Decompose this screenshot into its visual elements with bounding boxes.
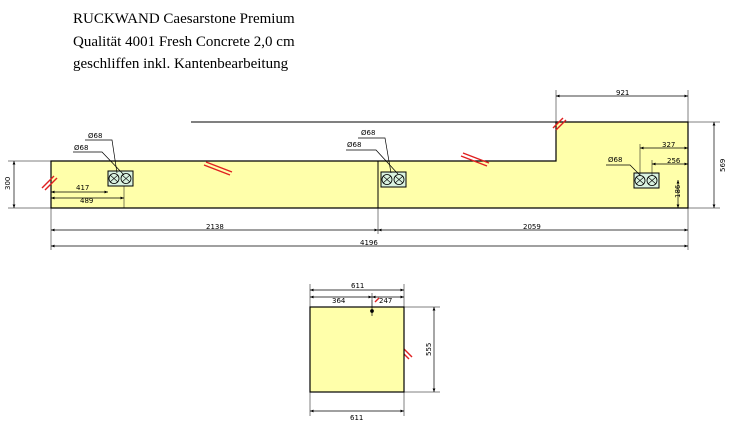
dim-921: 921 — [616, 89, 629, 97]
dim-256: 256 — [667, 157, 681, 165]
title-line-3: geschliffen inkl. Kantenbearbeitung — [73, 56, 289, 72]
dim-186: 186 — [674, 184, 682, 198]
small-slab — [309, 306, 405, 393]
title-line-2: Qualität 4001 Fresh Concrete 2,0 cm — [73, 34, 295, 50]
small-dim-height: 555 — [425, 343, 433, 356]
dim-2138: 2138 — [206, 223, 224, 231]
small-dim-offset-right: 247 — [379, 297, 392, 305]
cutout-3-label: Ø68 — [608, 156, 622, 164]
dim-327: 327 — [662, 141, 675, 149]
cut-marks — [41, 117, 567, 360]
cutout-2-label-top: Ø68 — [361, 129, 375, 137]
dim-height-left: 300 — [4, 177, 12, 190]
cutout-group-3 — [606, 164, 660, 189]
small-dim-bottom-width: 611 — [350, 414, 363, 422]
dim-489: 489 — [80, 197, 93, 205]
cutout-group-1 — [73, 139, 134, 187]
small-dim-top-width: 611 — [351, 282, 364, 290]
dim-417: 417 — [76, 184, 89, 192]
small-slab-marker — [370, 300, 374, 316]
cutout-group-2 — [346, 137, 407, 188]
dim-4196: 4196 — [360, 239, 378, 247]
cutout-1-label-bottom: Ø68 — [74, 144, 88, 152]
cutout-2-label-bottom: Ø68 — [347, 141, 361, 149]
dim-569: 569 — [719, 159, 727, 172]
dimension-lines-main — [8, 90, 720, 250]
dimension-lines-small — [309, 284, 440, 416]
small-dim-offset-left: 364 — [332, 297, 346, 305]
cutout-1-label-top: Ø68 — [88, 132, 102, 140]
title-line-1: RUCKWAND Caesarstone Premium — [73, 11, 295, 27]
dim-2059: 2059 — [523, 223, 541, 231]
